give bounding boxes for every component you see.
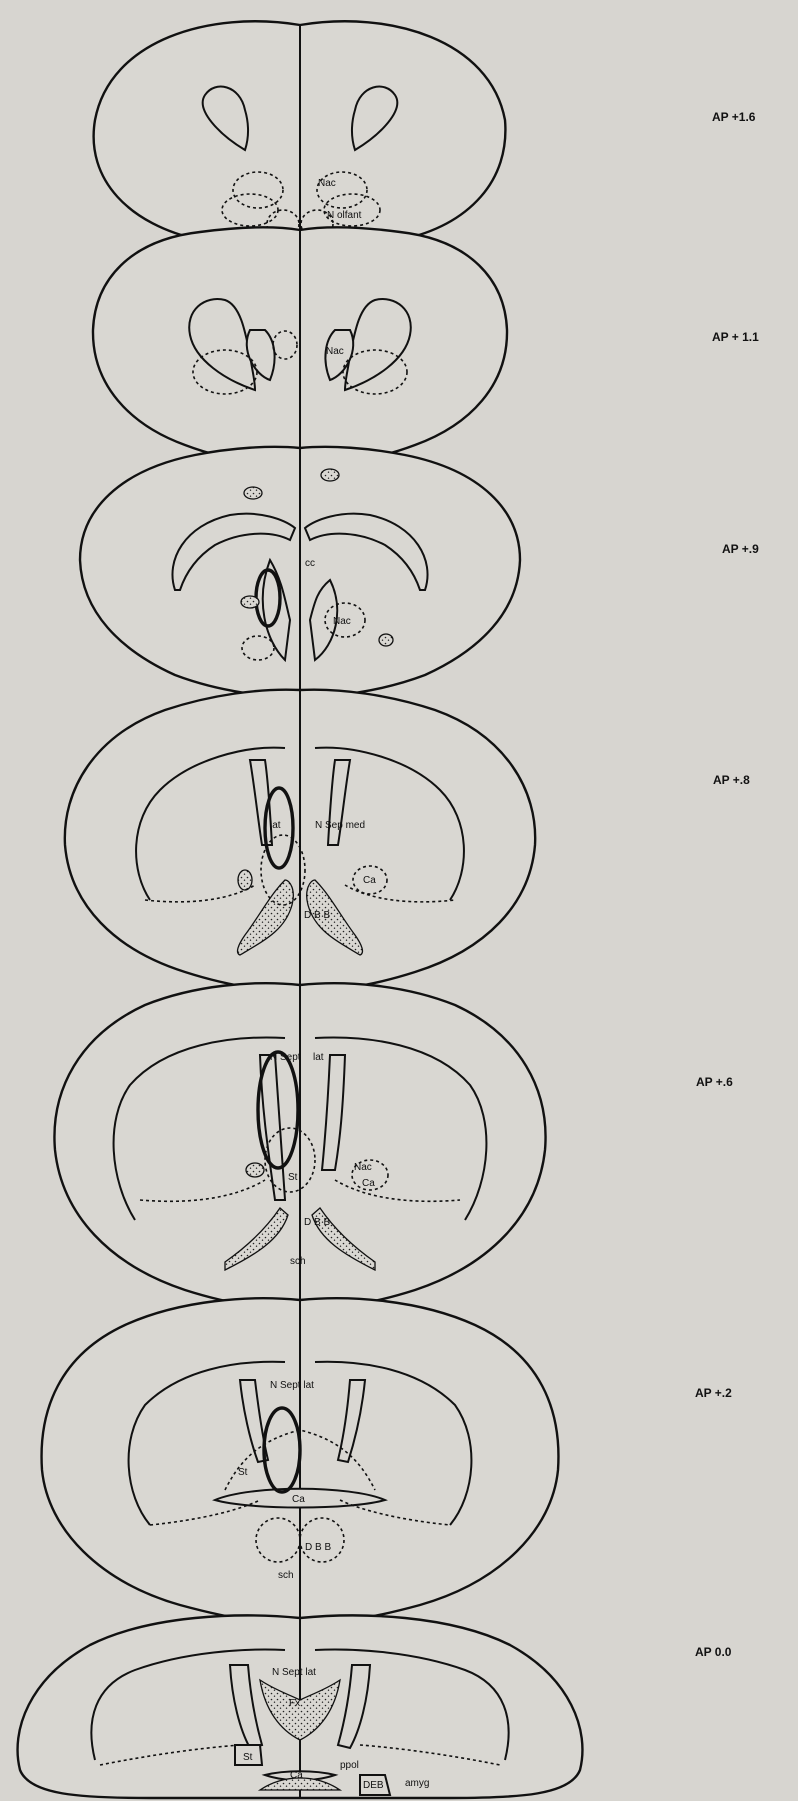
section-ap-0-8: lat N Sep med Ca D B B [65,690,535,991]
ap-label-0-6: AP +.6 [696,1075,733,1089]
section-ap-0-0: N Sept lat Fx St Ca ppol DEB amyg [18,1615,583,1798]
section-ap-0-9: Nac cc [80,447,520,697]
label-amyg: amyg [405,1778,429,1789]
label-nac: Nac [318,178,336,189]
ap-label-0-9: AP +.9 [722,542,759,556]
label-fx: Fx [289,1698,300,1709]
label-lat: lat [270,820,281,831]
ap-label-1-6: AP +1.6 [712,110,756,124]
label-nac: Nac [333,616,351,627]
label-ca: Ca [362,1178,375,1189]
label-cc: cc [305,558,315,569]
label-ca: Ca [290,1770,303,1781]
label-nac: Nac [354,1162,372,1173]
label-dbb: D B B [305,1542,331,1553]
label-n-olfant: N olfant [327,210,362,221]
section-ap-1-1: Nac [93,227,507,463]
label-ppol: ppol [340,1760,359,1771]
section-ap-0-6: N Sept lat St Nac Ca D B B sch [54,983,545,1308]
ap-label-0-0: AP 0.0 [695,1645,732,1659]
section-ap-0-2: N Sept lat St Ca D B B sch [42,1298,559,1623]
label-dbb: D B B [304,1217,330,1228]
label-sch: sch [290,1256,306,1267]
ap-label-0-8: AP +.8 [713,773,750,787]
ap-label-0-2: AP +.2 [695,1386,732,1400]
label-n-sept-lat: N Sept lat [270,1380,314,1391]
ap-label-1-1: AP + 1.1 [712,330,759,344]
label-st: St [288,1172,298,1183]
label-lat: lat [313,1052,324,1063]
label-n-sept: N Sept [270,1052,301,1063]
label-st: St [238,1467,248,1478]
label-dbb: D B B [304,910,330,921]
label-sch: sch [278,1570,294,1581]
section-ap-1-6: Nac N olfant ms [94,21,506,247]
label-ca: Ca [363,875,376,886]
label-n-sept-lat: N Sept lat [272,1667,316,1678]
label-ca: Ca [292,1494,305,1505]
label-nac: Nac [326,346,344,357]
label-deb: DEB [363,1780,384,1791]
label-n-sep-med: N Sep med [315,820,365,831]
label-st: St [243,1752,253,1763]
